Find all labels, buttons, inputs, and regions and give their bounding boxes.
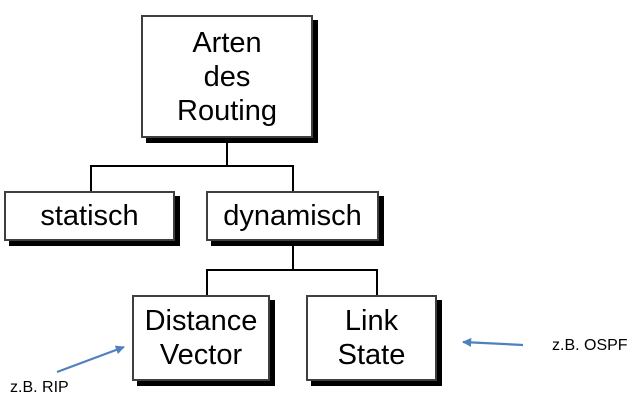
rip-annotation-label: z.B. RIP [10,379,69,396]
node-link-state: Link State [306,295,437,381]
node-label: statisch [40,200,139,232]
node-label-line: Arten [192,26,262,59]
node-label-line: Routing [177,94,277,127]
node-label-line: des [203,60,251,93]
node-label-line: Link [344,305,399,337]
node-statisch: statisch [4,191,175,241]
connector-root-to-level2 [90,138,294,191]
node-dynamisch: dynamisch [206,191,379,241]
node-label-line: Distance [144,305,258,337]
node-label: dynamisch [223,200,362,232]
node-label-line: Vector [159,339,243,371]
node-arten-des-routing: Arten des Routing [141,15,313,138]
rip-annotation-arrow [56,345,125,374]
ospf-annotation-arrow [462,337,524,347]
node-label-line: State [337,339,406,371]
node-distance-vector: Distance Vector [132,295,270,381]
connector-dynamisch-to-level3 [206,241,378,295]
ospf-annotation-label: z.B. OSPF [552,337,628,354]
